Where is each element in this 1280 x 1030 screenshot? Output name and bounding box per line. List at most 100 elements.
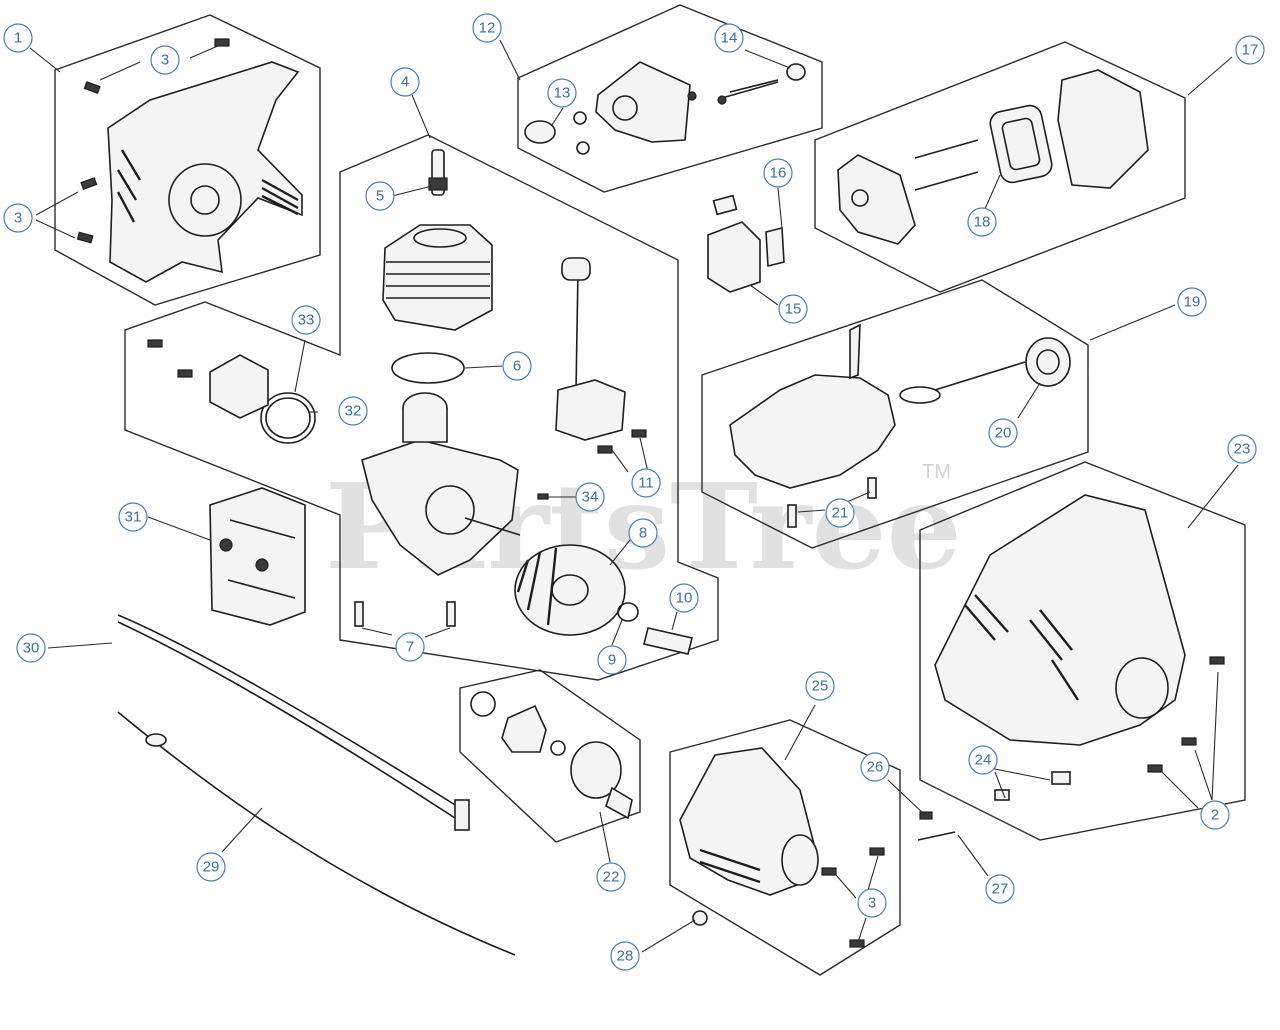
callout-21: 21 [825, 498, 855, 528]
callout-13: 13 [547, 78, 577, 108]
part-cables [117, 614, 516, 956]
part-starter-housing [76, 38, 303, 283]
callout-circle [575, 482, 605, 512]
callout-11: 11 [631, 468, 661, 498]
callout-circle [291, 305, 321, 335]
callout-label: 2 [1211, 807, 1219, 824]
callout-label: 29 [203, 859, 220, 876]
callout-25: 25 [805, 671, 835, 701]
callout-label: 3 [161, 52, 169, 69]
callout-label: 3 [14, 210, 22, 227]
callout-7: 7 [395, 632, 425, 662]
part-bolts [354, 429, 647, 627]
callout-label: 24 [975, 752, 992, 769]
callout-3: 3 [857, 888, 887, 918]
group-12-intake [517, 4, 823, 193]
callout-circle [778, 294, 808, 324]
callout-label: 23 [1234, 441, 1251, 458]
part-muffler-gasket [260, 392, 316, 444]
callout-label: 22 [603, 869, 620, 886]
callout-label: 5 [376, 188, 384, 205]
part-air-filter-assembly [837, 69, 1149, 245]
part-ignition-coil [555, 257, 626, 441]
callout-24: 24 [968, 745, 998, 775]
callout-label: 34 [582, 489, 599, 506]
group-1-housing [54, 14, 321, 306]
callout-label: 6 [513, 358, 521, 375]
group-outlines [54, 4, 1246, 976]
callout-circle [610, 941, 640, 971]
part-flywheel [514, 544, 626, 636]
callout-circle [596, 862, 626, 892]
callout-label: 8 [639, 525, 647, 542]
group-17-air-filter [814, 41, 1186, 293]
callout-circle [669, 583, 699, 613]
part-fuel-tank [729, 323, 1071, 528]
callout-circle [968, 745, 998, 775]
group-23-engine-cover [919, 461, 1246, 841]
part-clutch [470, 691, 633, 820]
callout-23: 23 [1227, 434, 1257, 464]
callout-circle [805, 671, 835, 701]
part-muffler [209, 487, 306, 626]
part-intake-adapter [524, 61, 806, 155]
callout-layer: 1233345678910111213141516171819202122232… [3, 13, 1265, 971]
part-crankcase [361, 392, 521, 576]
callout-label: 13 [554, 85, 571, 102]
callout-4: 4 [390, 67, 420, 97]
callout-circle [16, 633, 46, 663]
callout-label: 26 [867, 759, 884, 776]
callout-2: 2 [1200, 800, 1230, 830]
callout-22: 22 [596, 862, 626, 892]
callout-label: 27 [992, 881, 1009, 898]
callout-circle [118, 502, 148, 532]
callout-30: 30 [16, 633, 46, 663]
part-carburetor [707, 194, 785, 293]
callout-9: 9 [597, 645, 627, 675]
callout-circle [3, 203, 33, 233]
callout-circle [985, 874, 1015, 904]
callout-label: 16 [770, 165, 787, 182]
callout-circle [825, 498, 855, 528]
callout-20: 20 [988, 418, 1018, 448]
callout-label: 25 [812, 678, 829, 695]
callout-label: 9 [608, 652, 616, 669]
callout-circle [860, 752, 890, 782]
callout-label: 17 [1242, 42, 1259, 59]
group-22-clutch [459, 669, 641, 843]
callout-label: 33 [298, 312, 315, 329]
part-gear-housing [679, 747, 956, 948]
callout-label: 18 [974, 214, 991, 231]
callout-1: 1 [3, 23, 33, 53]
callout-3: 3 [3, 203, 33, 233]
callout-8: 8 [628, 518, 658, 548]
callout-circle [857, 888, 887, 918]
callout-5: 5 [365, 181, 395, 211]
callout-circle [390, 67, 420, 97]
callout-label: 30 [23, 640, 40, 657]
callout-circle [150, 45, 180, 75]
callout-33: 33 [291, 305, 321, 335]
part-washer [617, 602, 639, 622]
part-muffler-plate [147, 339, 269, 419]
callout-circle [196, 852, 226, 882]
callout-label: 7 [406, 639, 414, 656]
part-drawings [76, 38, 1225, 956]
callout-circle [395, 632, 425, 662]
callout-label: 11 [638, 475, 654, 492]
callout-18: 18 [967, 207, 997, 237]
callout-3: 3 [150, 45, 180, 75]
part-engine-cover [934, 494, 1225, 801]
callout-circle [763, 158, 793, 188]
callout-circle [1227, 434, 1257, 464]
callout-circle [1200, 800, 1230, 830]
callout-circle [547, 78, 577, 108]
callout-32: 32 [338, 396, 368, 426]
group-19-fuel-tank [701, 279, 1089, 549]
part-pin [643, 627, 693, 655]
callout-17: 17 [1235, 35, 1265, 65]
callout-10: 10 [669, 583, 699, 613]
callout-circle [338, 396, 368, 426]
callout-label: 12 [479, 20, 496, 37]
callout-28: 28 [610, 941, 640, 971]
